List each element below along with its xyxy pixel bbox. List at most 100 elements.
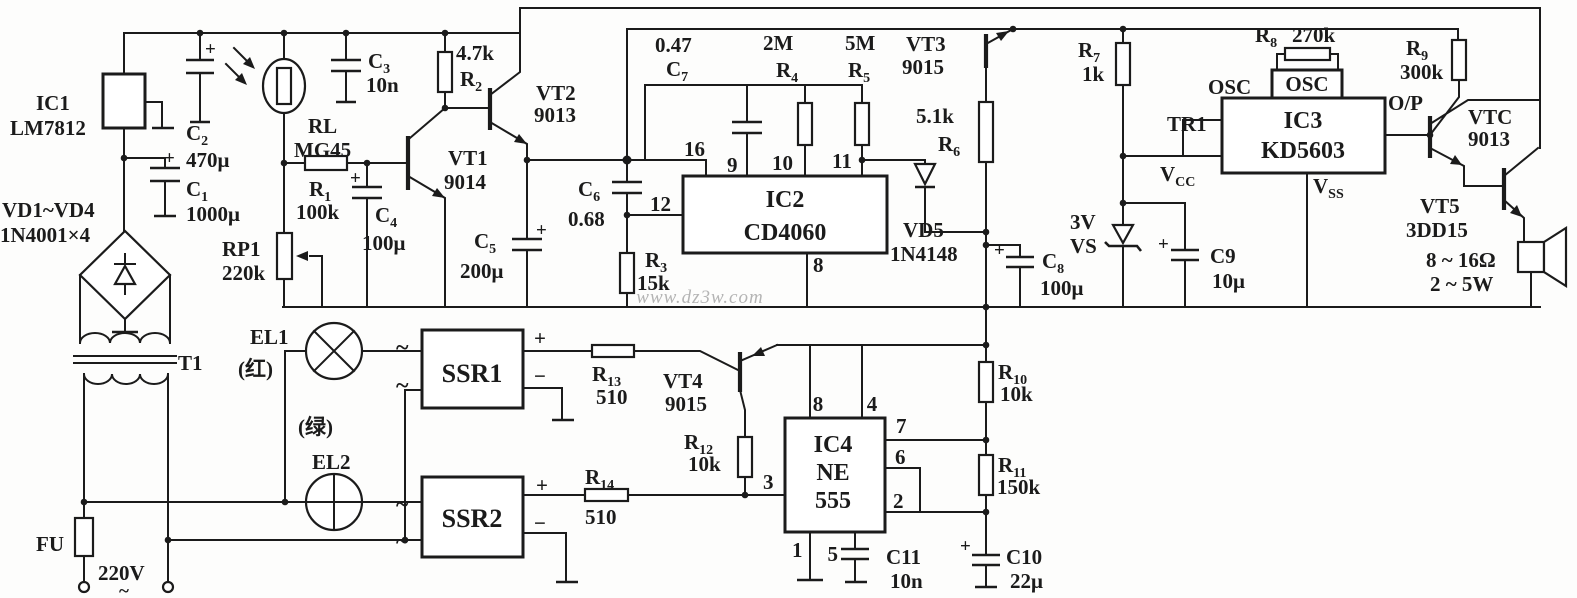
label-osc-box: OSC bbox=[1285, 72, 1328, 96]
label-r4: R4 bbox=[776, 58, 798, 86]
ssr1-ac1: ~ bbox=[396, 335, 409, 361]
cap-c2 bbox=[186, 58, 214, 75]
label-vt2-part: 9013 bbox=[534, 103, 576, 127]
label-r11-val: 150k bbox=[997, 475, 1041, 499]
resistor-r14 bbox=[583, 487, 630, 503]
pin-9: 9 bbox=[727, 153, 738, 177]
label-ic2: IC2 bbox=[766, 187, 805, 213]
resistor-r12 bbox=[736, 435, 754, 479]
label-r13: R13 bbox=[592, 362, 621, 390]
mains-terminal bbox=[77, 580, 91, 594]
label-r1-val: 100k bbox=[296, 200, 340, 224]
label-ssr2: SSR2 bbox=[442, 504, 503, 533]
resistor-r1 bbox=[303, 154, 349, 172]
label-bridge: VD1~VD4 bbox=[2, 198, 95, 222]
label-vt1: VT1 bbox=[448, 146, 488, 170]
resistor-r4 bbox=[796, 101, 814, 147]
label-ic1: IC1 bbox=[36, 91, 70, 115]
pin-16: 16 bbox=[684, 137, 705, 161]
ic3-osc-box bbox=[1270, 68, 1344, 100]
label-r7: R7 bbox=[1078, 38, 1100, 66]
label-vd5-part: 1N4148 bbox=[890, 242, 958, 266]
plus-c1: + bbox=[164, 148, 175, 169]
resistor-r2 bbox=[436, 50, 454, 94]
capacitor-plates bbox=[150, 58, 1199, 567]
label-el1: EL1 bbox=[250, 325, 289, 349]
label-el2-color: (绿) bbox=[298, 415, 333, 439]
ssr1-ac2: ~ bbox=[396, 373, 409, 399]
pin-11: 11 bbox=[832, 149, 852, 173]
label-r9: R9 bbox=[1406, 36, 1428, 64]
label-c11: C11 bbox=[886, 545, 921, 569]
bridge-diode-icon bbox=[113, 263, 137, 286]
resistor-r11 bbox=[977, 453, 995, 497]
label-c6: C6 bbox=[578, 177, 600, 205]
label-ic2-part: CD4060 bbox=[744, 220, 827, 246]
label-c10: C10 bbox=[1006, 545, 1042, 569]
resistor-r6 bbox=[977, 100, 995, 164]
label-rl: RL bbox=[308, 114, 337, 138]
plus-c10: + bbox=[960, 536, 971, 557]
label-r7-val: 1k bbox=[1082, 62, 1105, 86]
label-r10: R10 bbox=[998, 360, 1027, 388]
cap-c6 bbox=[612, 180, 642, 195]
label-tr1: TR1 bbox=[1167, 112, 1207, 136]
label-c5-val: 200μ bbox=[460, 259, 504, 283]
pin555-7: 7 bbox=[896, 414, 907, 438]
ssr1-minus: − bbox=[534, 364, 546, 388]
ssr2-ac2: ~ bbox=[396, 529, 409, 555]
label-r2-val: 4.7k bbox=[456, 41, 494, 65]
label-vtc-part: 9013 bbox=[1468, 127, 1510, 151]
label-vt5-part: 3DD15 bbox=[1406, 218, 1468, 242]
ssr1-plus: + bbox=[534, 326, 546, 350]
ic2-cd4060 bbox=[681, 174, 889, 255]
label-c1-val: 1000μ bbox=[186, 202, 240, 226]
label-el1-color: (红) bbox=[238, 357, 273, 381]
label-r8: R8 bbox=[1255, 23, 1277, 51]
cap-c5 bbox=[512, 237, 542, 252]
label-c8: C8 bbox=[1042, 249, 1064, 277]
label-vs-v: 3V bbox=[1070, 210, 1096, 234]
label-ic4-a: NE bbox=[816, 460, 849, 486]
label-vt2: VT2 bbox=[536, 81, 576, 105]
label-vt3: VT3 bbox=[906, 32, 946, 56]
label-ic3-part: KD5603 bbox=[1261, 138, 1345, 164]
cap-c8 bbox=[1006, 255, 1034, 269]
pin555-8: 8 bbox=[813, 392, 824, 416]
pin555-1: 1 bbox=[792, 538, 803, 562]
pin555-3: 3 bbox=[763, 470, 774, 494]
label-rp1-val: 220k bbox=[222, 261, 266, 285]
fuse-fu bbox=[73, 516, 95, 558]
label-c3-val: 10n bbox=[366, 73, 399, 97]
label-op: O/P bbox=[1388, 91, 1423, 115]
label-r13-val: 510 bbox=[596, 385, 628, 409]
label-spk-z: 8 ~ 16Ω bbox=[1426, 248, 1496, 272]
mains-terminal bbox=[161, 580, 175, 594]
label-r9-val: 300k bbox=[1400, 60, 1444, 84]
label-ssr1: SSR1 bbox=[442, 359, 503, 388]
label-ic3: IC3 bbox=[1284, 108, 1323, 134]
label-mains: 220V bbox=[98, 561, 145, 585]
resistor-r3 bbox=[618, 251, 636, 295]
label-r6: R6 bbox=[938, 132, 960, 160]
label-vs: VS bbox=[1070, 234, 1097, 258]
label-rp1: RP1 bbox=[222, 237, 261, 261]
label-c5: C5 bbox=[474, 229, 496, 257]
label-vt3-part: 9015 bbox=[902, 55, 944, 79]
ssr2-ac1: ~ bbox=[396, 492, 409, 518]
cap-c4 bbox=[352, 185, 382, 200]
label-c9: C9 bbox=[1210, 244, 1236, 268]
label-r3-val: 15k bbox=[637, 271, 670, 295]
label-r10-val: 10k bbox=[1000, 382, 1033, 406]
ssr2-box bbox=[420, 475, 525, 559]
label-c1: C1 bbox=[186, 177, 208, 205]
label-c4-val: 100μ bbox=[362, 231, 406, 255]
cap-c11 bbox=[841, 547, 869, 561]
label-ic1-part: LM7812 bbox=[10, 116, 86, 140]
label-c6-val: 0.68 bbox=[568, 207, 605, 231]
plus-c5: + bbox=[536, 220, 547, 241]
label-r4-val: 2M bbox=[763, 31, 794, 55]
plus-c4: + bbox=[350, 168, 361, 189]
diode-vd5 bbox=[913, 162, 937, 187]
